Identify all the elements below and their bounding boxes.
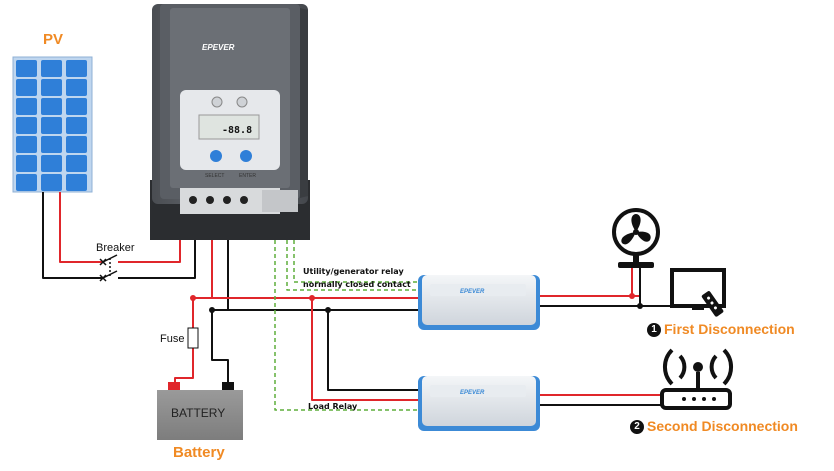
solar-cell	[41, 155, 62, 172]
inverter-icon	[418, 275, 540, 330]
first-disconnection-text: First Disconnection	[664, 321, 795, 337]
inverter-icon	[418, 376, 540, 431]
wifi-icon	[662, 348, 734, 392]
inverter1-brand: EPEVER	[460, 289, 485, 295]
battery-box-label: BATTERY	[171, 406, 226, 420]
solar-cell	[41, 98, 62, 115]
pv-negative-wire	[42, 192, 103, 279]
relay-wire-c	[293, 212, 420, 283]
solar-cell	[16, 79, 37, 96]
solar-cell	[66, 98, 87, 115]
solar-cell	[66, 155, 87, 172]
solar-cell	[41, 136, 62, 153]
relay-label-line1: Utility/generator relay	[303, 267, 404, 276]
select-button: SELECT	[205, 173, 224, 179]
solar-cell	[41, 79, 62, 96]
controller-lcd-reading: -88.8	[222, 125, 252, 136]
solar-cell	[66, 174, 87, 191]
second-disconnection-text: Second Disconnection	[647, 418, 798, 434]
enter-button: ENTER	[239, 173, 256, 179]
relay-label-line2: normally closed contact	[303, 280, 411, 289]
fuse-icon	[187, 327, 199, 349]
solar-panel-icon	[12, 56, 93, 193]
solar-cell	[66, 117, 87, 134]
solar-cell	[16, 174, 37, 191]
utility-relay-wire-b	[286, 212, 420, 291]
inverter2-positive	[311, 298, 420, 401]
controller-brand: EPEVER	[202, 43, 235, 52]
fuse-label: Fuse	[160, 333, 185, 345]
fan-icon	[612, 208, 660, 268]
battery-negative-wire	[211, 310, 229, 384]
breaker-icon	[99, 254, 118, 282]
pv-label: PV	[43, 31, 64, 48]
solar-cell	[16, 98, 37, 115]
charge-controller-icon	[150, 4, 310, 240]
junction-dots	[190, 293, 643, 313]
inverter2-negative	[327, 310, 420, 391]
solar-cell	[41, 117, 62, 134]
battery-label: Battery	[173, 444, 225, 461]
solar-cell	[16, 136, 37, 153]
inverter2-brand: EPEVER	[460, 390, 485, 396]
solar-cell	[41, 174, 62, 191]
second-disconnection-number: 2	[630, 420, 644, 435]
pv-positive-wire	[59, 192, 103, 263]
solar-cell	[16, 60, 37, 77]
solar-cell	[16, 117, 37, 134]
solar-cell	[66, 60, 87, 77]
solar-cell	[66, 79, 87, 96]
solar-cell	[66, 136, 87, 153]
solar-cell	[41, 60, 62, 77]
first-disconnection-number: 1	[647, 323, 661, 338]
utility-relay-wire-a	[274, 212, 420, 411]
battery-icon	[157, 382, 243, 440]
remote-icon	[701, 291, 724, 317]
solar-cell	[16, 155, 37, 172]
wiring	[42, 192, 680, 411]
load-relay-label: Load Relay	[308, 402, 358, 411]
breaker-label: Breaker	[96, 242, 135, 254]
router-icon	[660, 388, 732, 410]
